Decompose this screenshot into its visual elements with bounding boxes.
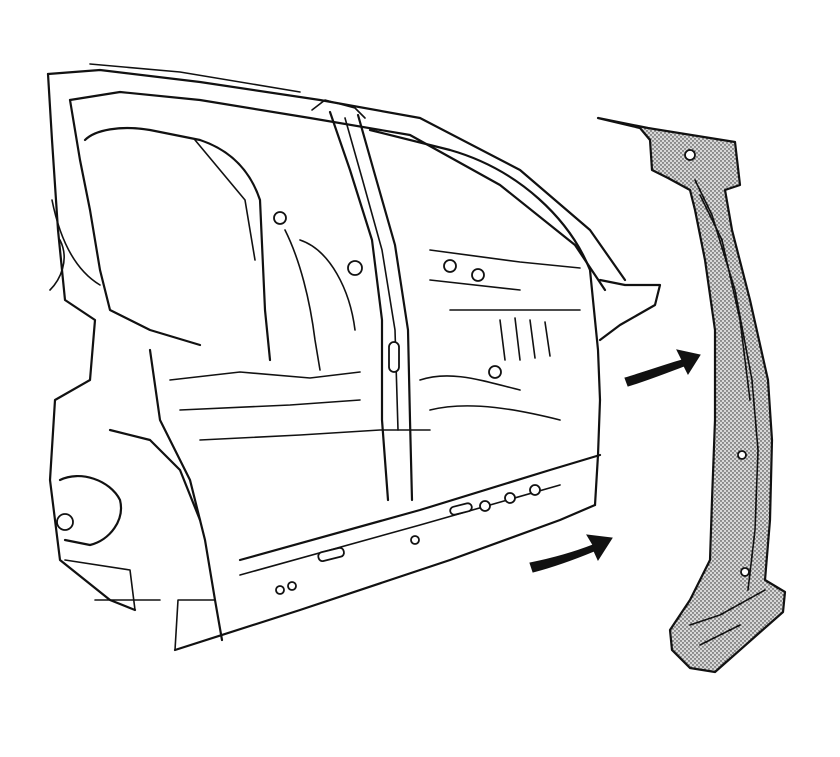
rear-wheelhouse-inner <box>108 428 202 522</box>
vehicle-body-side <box>46 63 662 652</box>
b-pillar-part-ridge <box>694 179 759 591</box>
b-pillar-part-hole-mid <box>737 450 747 460</box>
b-pillar-body-right <box>356 113 414 502</box>
rear-door-opening <box>83 126 272 362</box>
front-door-opening <box>368 128 602 402</box>
rocker-hole-5 <box>275 585 285 595</box>
interior-hole-1 <box>347 260 363 276</box>
rocker-hole-3 <box>529 484 541 496</box>
b-pillar-body-left <box>328 110 390 502</box>
rocker-bottom <box>173 503 597 652</box>
mount-hole <box>273 211 287 225</box>
roof-rail-outer <box>46 68 627 282</box>
rocker-top <box>238 453 602 562</box>
rear-quarter-outer <box>46 72 137 612</box>
front-floor <box>419 375 561 421</box>
rocker-slot-2 <box>317 546 345 563</box>
floor-line-mid <box>179 399 361 411</box>
rear-floor-edge <box>64 559 161 611</box>
rear-pillar-lower <box>174 599 216 651</box>
b-pillar-part-foot <box>689 589 766 646</box>
interior-hole-2 <box>443 259 457 273</box>
direction-arrows <box>529 349 701 573</box>
rear-window-frame <box>68 98 202 347</box>
rear-inner-panel <box>51 199 101 286</box>
b-pillar-part-shape <box>596 116 787 674</box>
rear-hole <box>56 513 74 531</box>
a-pillar-base <box>598 278 662 342</box>
rocker-hole-1 <box>479 500 491 512</box>
rocker-front-end <box>593 398 602 507</box>
rear-door-inner <box>194 139 256 261</box>
rear-inner-curve <box>49 239 65 291</box>
floor-tunnel <box>199 429 431 441</box>
floor-line-rear <box>169 371 361 381</box>
b-pillar-part-hole-low <box>740 567 750 577</box>
interior-hole-3 <box>471 268 485 282</box>
arrow-icon <box>529 534 613 573</box>
rocker-hole-4 <box>410 535 420 545</box>
rear-lower-panel <box>58 475 123 547</box>
b-pillar-slot <box>388 341 400 373</box>
interior-hole-4 <box>488 365 502 379</box>
firewall <box>429 249 581 311</box>
rocker-hole-6 <box>287 581 297 591</box>
roof-top-edge <box>89 63 301 93</box>
rocker-hole-2 <box>504 492 516 504</box>
seat-rear <box>284 229 356 371</box>
b-pillar-part <box>596 116 787 674</box>
roof-rail-inner <box>68 90 607 292</box>
b-pillar-top-cap <box>311 99 366 119</box>
b-pillar-part-ridge-inner <box>699 194 751 401</box>
dash-vents <box>499 317 551 361</box>
rear-wheelhouse <box>148 348 224 642</box>
rocker-slot-1 <box>449 502 473 516</box>
b-pillar-part-hole-top <box>684 149 696 161</box>
arrow-icon <box>624 349 701 387</box>
